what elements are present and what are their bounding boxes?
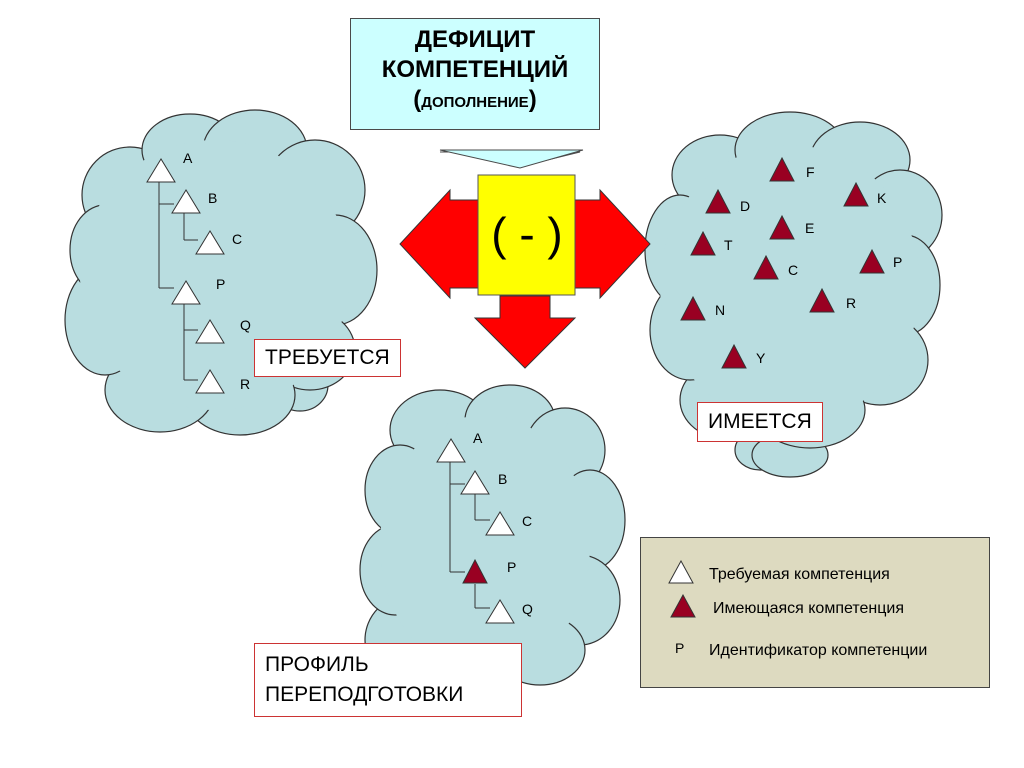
avail-node-r	[809, 287, 835, 313]
req-letter-r: R	[240, 376, 250, 392]
avail-node-k	[843, 181, 869, 207]
profile-nodes	[436, 438, 515, 624]
avail-letter-n: N	[715, 302, 725, 318]
req-letter-q: Q	[240, 317, 251, 333]
prof-letter-b: B	[498, 471, 507, 487]
legend: Требуемая компетенция Имеющаяся компетен…	[640, 537, 990, 688]
legend-required-text: Требуемая компетенция	[709, 566, 890, 583]
prof-node-c	[485, 511, 515, 536]
title-line-2: КОМПЕТЕНЦИЙ	[381, 56, 569, 83]
avail-node-c	[753, 254, 779, 280]
req-letter-p: P	[216, 276, 225, 292]
req-node-p	[171, 280, 201, 305]
avail-node-p	[859, 248, 885, 274]
prof-letter-q: Q	[522, 601, 533, 617]
req-node-c	[195, 230, 225, 255]
req-letter-b: B	[208, 190, 217, 206]
req-letter-a: A	[183, 150, 193, 166]
title-line-3: (ДОПОЛНЕНИЕ)	[351, 85, 599, 118]
legend-id-symbol: P	[675, 640, 685, 656]
title-box: ДЕФИЦИТ КОМПЕТЕНЦИЙ (ДОПОЛНЕНИЕ)	[350, 18, 600, 130]
avail-letter-f: F	[806, 164, 815, 180]
available-nodes	[680, 156, 885, 369]
avail-node-t	[690, 230, 716, 256]
required-cloud	[64, 109, 378, 436]
profile-label-line-1: ПРОФИЛЬ	[265, 653, 369, 676]
avail-node-n	[680, 295, 706, 321]
avail-letter-p: P	[893, 254, 902, 270]
avail-letter-t: T	[724, 237, 733, 253]
avail-letter-c: C	[788, 262, 798, 278]
avail-letter-d: D	[740, 198, 750, 214]
prof-letter-c: C	[522, 513, 532, 529]
avail-letter-k: K	[877, 190, 887, 206]
prof-node-q	[485, 599, 515, 624]
avail-node-f	[769, 156, 795, 182]
arrow-down	[473, 295, 577, 369]
available-cloud	[644, 111, 943, 478]
avail-node-e	[769, 214, 795, 240]
required-triangle-icon	[668, 560, 694, 584]
arrow-right	[574, 188, 651, 300]
profile-label: ПРОФИЛЬ ПЕРЕПОДГОТОВКИ	[254, 643, 522, 717]
required-tree	[158, 182, 198, 381]
legend-available-text: Имеющаяся компетенция	[713, 600, 904, 617]
title-subtitle: ДОПОЛНЕНИЕ	[421, 94, 529, 111]
available-label: ИМЕЕТСЯ	[697, 402, 823, 442]
arrow-left	[399, 188, 481, 300]
operator-box	[477, 174, 576, 296]
required-nodes	[146, 158, 225, 394]
title-paren-open: (	[413, 86, 422, 113]
title-arrow	[439, 149, 584, 169]
prof-letter-p: P	[507, 559, 516, 575]
avail-letter-y: Y	[756, 350, 766, 366]
req-node-q	[195, 319, 225, 344]
req-node-r	[195, 369, 225, 394]
legend-id-text: Идентификатор компетенции	[709, 642, 928, 659]
avail-node-y	[721, 343, 747, 369]
avail-letter-r: R	[846, 295, 856, 311]
req-node-b	[171, 189, 201, 214]
operator-symbol: ( - )	[491, 208, 563, 260]
required-label: ТРЕБУЕТСЯ	[254, 339, 401, 377]
avail-node-d	[705, 188, 731, 214]
prof-node-b	[460, 470, 490, 495]
red-arrows	[399, 188, 651, 369]
prof-node-a	[436, 438, 466, 463]
profile-label-line-2: ПЕРЕПОДГОТОВКИ	[265, 683, 464, 706]
prof-letter-a: A	[473, 430, 483, 446]
req-letter-c: C	[232, 231, 242, 247]
avail-letter-e: E	[805, 220, 814, 236]
req-node-a	[146, 158, 176, 183]
profile-tree	[449, 462, 490, 609]
title-line-1: ДЕФИЦИТ	[414, 26, 536, 53]
available-triangle-icon	[670, 594, 696, 618]
prof-node-p	[462, 558, 488, 584]
title-paren-close: )	[528, 86, 537, 113]
